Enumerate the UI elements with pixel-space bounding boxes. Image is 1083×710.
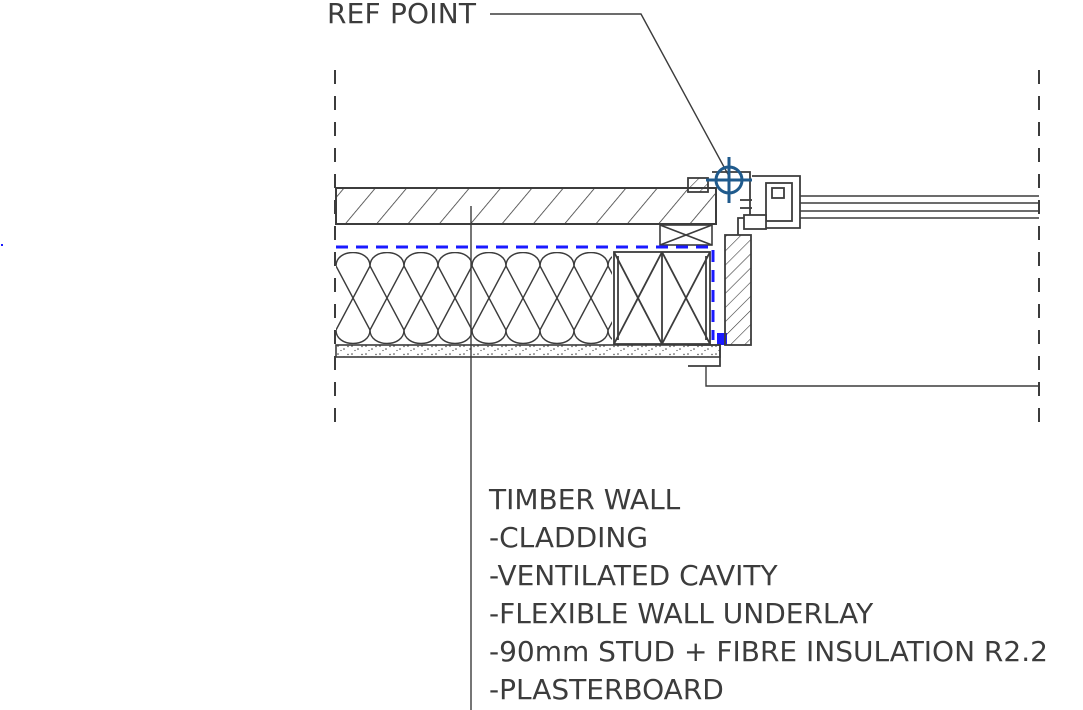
insulation-loop (403, 252, 439, 344)
ref-point-marker (706, 157, 752, 203)
wall-notes-layer: -PLASTERBOARD (489, 673, 724, 706)
wall-notes-layer: -90mm STUD + FIBRE INSULATION R2.2 (489, 635, 1048, 668)
timber-stud (613, 251, 711, 345)
cavity-batten (659, 224, 713, 246)
ref-point-label: REF POINT (327, 0, 477, 30)
plasterboard (335, 344, 721, 358)
reveal-leader (705, 366, 1039, 387)
wall-notes: TIMBER WALL -CLADDING -VENTILATED CAVITY… (489, 481, 1048, 709)
wall-notes-layer: -CLADDING (489, 521, 649, 554)
wall-notes-title: TIMBER WALL (489, 483, 681, 516)
underlay-end-marker (717, 333, 727, 345)
wall-underlay (336, 245, 715, 340)
cladding-layer (335, 187, 717, 225)
insulation-loop (336, 252, 371, 344)
wall-notes-layer: -FLEXIBLE WALL UNDERLAY (489, 597, 874, 630)
insulation-loop (505, 252, 541, 344)
insulation-loop (573, 252, 609, 344)
insulation-loop (369, 252, 405, 344)
fibre-insulation (336, 252, 612, 344)
insulation-loop (437, 252, 473, 344)
ref-point-leader (490, 13, 731, 179)
window-jamb (687, 171, 801, 367)
stray-dot (1, 244, 3, 246)
glazing-unit (800, 195, 1039, 219)
insulation-loop (539, 252, 575, 344)
wall-notes-layer: -VENTILATED CAVITY (489, 559, 778, 592)
insulation-loop (471, 252, 507, 344)
